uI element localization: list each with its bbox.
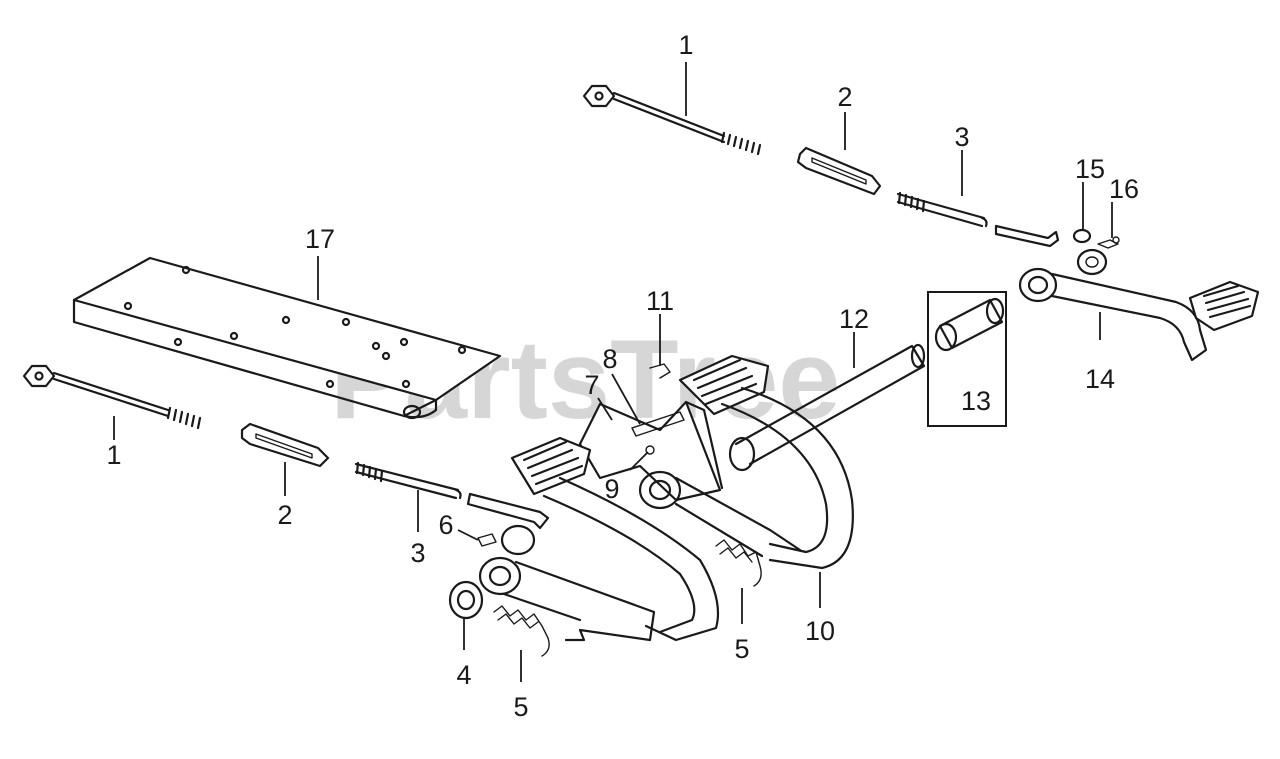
callout-8: 8 [602, 344, 617, 374]
part-9-bolt[interactable] [645, 445, 655, 455]
callout-12: 12 [839, 304, 869, 334]
callout-labels: 1 2 3 15 16 17 11 12 8 7 13 14 1 9 2 6 3… [106, 30, 1139, 722]
leader-lines [113, 62, 1113, 682]
callout-17: 17 [305, 224, 335, 254]
part-16-cotter-pin[interactable] [1097, 236, 1120, 249]
callout-2-left: 2 [277, 500, 292, 530]
callout-9: 9 [604, 474, 619, 504]
callout-15: 15 [1075, 154, 1105, 184]
part-7-bracket-plate[interactable] [578, 400, 724, 502]
part-15-washer[interactable] [1072, 228, 1108, 276]
part-1-brake-rod-top[interactable] [582, 84, 762, 156]
part-3-rod-end-left[interactable] [354, 461, 550, 530]
callout-3-top: 3 [954, 122, 969, 152]
part-11-clip[interactable] [649, 363, 671, 379]
part-5-spring-bottom[interactable] [493, 605, 550, 657]
part-pedal-left[interactable] [478, 436, 720, 642]
callout-14: 14 [1085, 364, 1115, 394]
callout-1-top: 1 [678, 30, 693, 60]
part-2-turnbuckle-top[interactable] [796, 146, 882, 196]
part-4-washer[interactable] [448, 580, 484, 620]
part-3-rod-end-top[interactable] [896, 191, 1060, 248]
callout-16: 16 [1109, 174, 1139, 204]
part-14-pedal-arm-right[interactable] [1018, 267, 1260, 362]
callout-13: 13 [961, 386, 991, 416]
part-8-link[interactable] [631, 411, 685, 437]
callout-10: 10 [805, 616, 835, 646]
callout-2-top: 2 [837, 82, 852, 112]
part-1-brake-rod-left[interactable] [22, 364, 202, 430]
callout-5-right: 5 [734, 634, 749, 664]
callout-3-left: 3 [410, 538, 425, 568]
part-13-box [927, 291, 1007, 427]
part-12-cross-shaft[interactable] [728, 343, 926, 472]
callout-1-left: 1 [106, 440, 121, 470]
callout-6: 6 [438, 510, 453, 540]
part-2-turnbuckle-left[interactable] [240, 422, 330, 468]
part-13-bushing[interactable] [934, 297, 1005, 352]
part-17-mounting-plate[interactable] [72, 256, 502, 420]
part-10-brake-pedal[interactable] [638, 354, 854, 570]
callout-5-bottom: 5 [513, 692, 528, 722]
callout-7: 7 [584, 370, 599, 400]
part-5-spring-right[interactable] [715, 539, 762, 587]
callout-4: 4 [456, 660, 471, 690]
callout-11: 11 [646, 286, 674, 316]
part-6-spring-pin[interactable] [477, 533, 497, 547]
